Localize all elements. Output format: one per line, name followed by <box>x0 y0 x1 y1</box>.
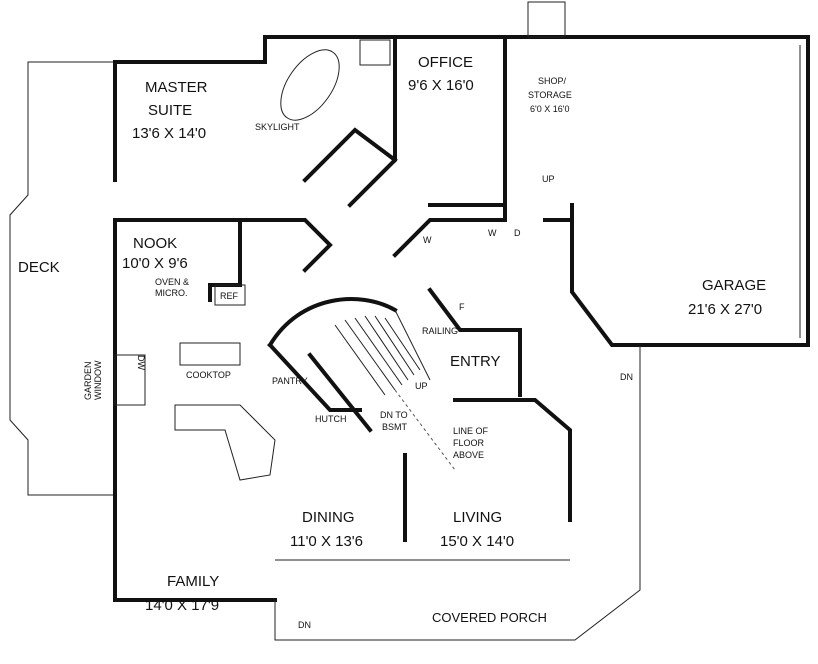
covered-porch-label: COVERED PORCH <box>432 610 547 625</box>
ref-label: REF <box>220 291 239 301</box>
nook-size: 10'0 X 9'6 <box>122 255 188 272</box>
hutch-label: HUTCH <box>315 414 347 424</box>
dishwasher-label: DW <box>136 355 146 370</box>
nook-label: NOOK <box>133 235 177 252</box>
shower <box>359 39 391 66</box>
garden-window-label-2: WINDOW <box>93 360 103 400</box>
cooktop <box>179 342 241 366</box>
railing-label: RAILING <box>422 326 458 336</box>
porch-outline <box>274 345 641 641</box>
living-label: LIVING <box>453 509 502 526</box>
garage-size: 21'6 X 27'0 <box>688 301 762 318</box>
line-of-floor-above <box>394 389 456 471</box>
floor-above-label-1: LINE OF <box>453 426 489 436</box>
oven-label-2: MICRO. <box>155 288 188 298</box>
washer2-label: W <box>488 228 497 238</box>
refrigerator <box>214 284 246 306</box>
dining-size: 11'0 X 13'6 <box>290 533 363 550</box>
freezer-label: F <box>459 302 465 312</box>
deck-label: DECK <box>18 259 60 276</box>
deck-outline <box>9 61 115 496</box>
porch-dn-label: DN <box>298 620 311 630</box>
cooktop-label: COOKTOP <box>186 370 231 380</box>
family-label: FAMILY <box>167 573 219 590</box>
dn-to-bsmt-label-2: BSMT <box>382 422 408 432</box>
bath-walls <box>208 218 333 302</box>
dryer-label: D <box>514 228 521 238</box>
stair-treads <box>334 315 421 396</box>
oven-label-1: OVEN & <box>155 277 189 287</box>
master-suite-label-2: SUITE <box>148 102 192 119</box>
shop-label-1: SHOP/ <box>538 76 567 86</box>
master-suite-size: 13'6 X 14'0 <box>132 125 206 142</box>
shop-label-2: STORAGE <box>528 90 572 100</box>
railing <box>394 309 431 381</box>
entry-label: ENTRY <box>450 353 501 370</box>
dining-label: DINING <box>302 509 355 526</box>
washer-label: W <box>423 235 432 245</box>
stair-up-label: UP <box>415 381 428 391</box>
dn-to-bsmt-label-1: DN TO <box>380 410 408 420</box>
living-size: 15'0 X 14'0 <box>440 533 514 550</box>
garage-walls <box>503 35 810 347</box>
garden-window <box>114 354 146 406</box>
floor-above-label-2: FLOOR <box>453 438 485 448</box>
family-size: 14'0 X 17'9 <box>145 597 219 614</box>
side-dn-label: DN <box>620 372 633 382</box>
office-size: 9'6 X 16'0 <box>408 77 474 94</box>
interior-walls <box>302 127 574 397</box>
stair-curve <box>267 297 398 348</box>
stair-wall <box>267 342 373 433</box>
pantry-label: PANTRY <box>272 376 308 386</box>
kitchen-island <box>174 404 276 481</box>
skylight-label: SKYLIGHT <box>255 122 300 132</box>
garage-label: GARAGE <box>702 277 766 294</box>
office-walls <box>393 35 507 207</box>
floor-above-label-3: ABOVE <box>453 450 484 460</box>
shop-size: 6'0 X 16'0 <box>530 104 569 114</box>
chimney <box>527 1 566 38</box>
garage-up-label: UP <box>542 174 555 184</box>
master-walls <box>113 35 397 602</box>
spa-tub <box>280 49 340 121</box>
master-suite-label-1: MASTER <box>145 79 208 96</box>
living-walls <box>403 398 572 542</box>
garden-window-label-1: GARDEN <box>83 361 93 400</box>
office-label: OFFICE <box>418 54 473 71</box>
